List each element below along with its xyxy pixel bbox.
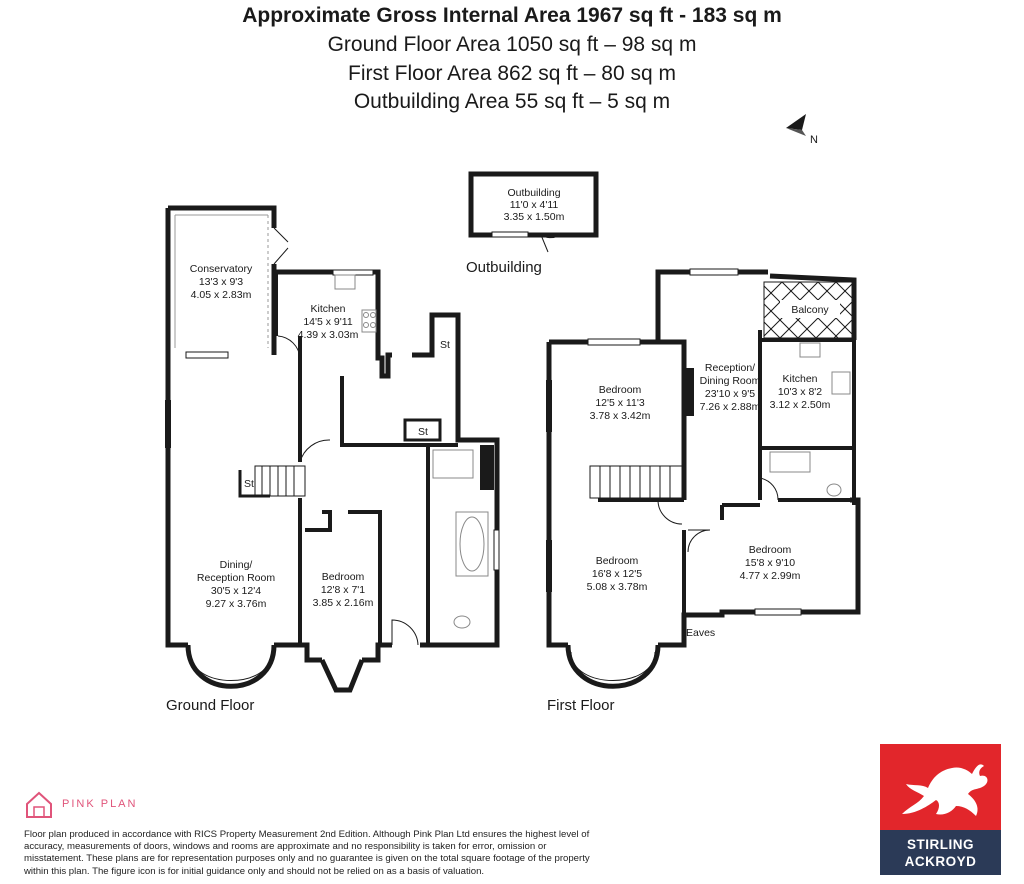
- kitchen-ff-name: Kitchen: [782, 373, 817, 385]
- dining-gf-name1: Dining/: [220, 559, 253, 571]
- bedroom-ff1-name: Bedroom: [599, 384, 642, 396]
- reception-ff-name1: Reception/: [705, 362, 755, 374]
- shower-ff-icon: [769, 451, 811, 473]
- toilet-ff-icon: [826, 483, 842, 497]
- disclaimer-text: Floor plan produced in accordance with R…: [24, 829, 590, 877]
- first-floor-label: First Floor: [547, 697, 615, 714]
- kitchen-gf-metric: 4.39 x 3.03m: [298, 329, 359, 341]
- toilet-icon: [453, 615, 471, 629]
- bedroom-ff1-imperial: 12'5 x 11'3: [595, 397, 645, 409]
- bedroom-ff2-metric: 5.08 x 3.78m: [587, 581, 648, 593]
- ground-floor-area: Ground Floor Area 1050 sq ft – 98 sq m: [327, 33, 697, 56]
- first-stairs: [589, 465, 683, 499]
- shower-icon: [432, 449, 474, 479]
- bedroom-ff1-metric: 3.78 x 3.42m: [590, 410, 651, 422]
- outbuilding-metric: 3.35 x 1.50m: [504, 211, 565, 223]
- kitchen-gf-imperial: 14'5 x 9'11: [303, 316, 353, 328]
- bay-window-first: [565, 644, 661, 689]
- dining-gf-metric: 9.27 x 3.76m: [206, 598, 267, 610]
- reception-ff-imperial: 23'10 x 9'5: [705, 388, 755, 400]
- bathtub-icon: [455, 511, 489, 577]
- ground-stairs: [254, 465, 306, 497]
- kitchen-ff-metric: 3.12 x 2.50m: [770, 399, 831, 411]
- brand-line-1: STIRLING: [907, 837, 974, 852]
- brand-line-2: ACKROYD: [904, 854, 977, 869]
- north-compass-icon: [786, 114, 806, 136]
- sink-icon: [799, 342, 821, 358]
- store-label-gf2: St: [418, 426, 428, 438]
- kitchen-gf-name: Kitchen: [310, 303, 345, 315]
- hob-icon: [831, 371, 851, 395]
- bedroom-gf-name: Bedroom: [322, 571, 365, 583]
- pink-plan-wordmark: PINK PLAN: [62, 798, 138, 810]
- outbuilding-floor-label: Outbuilding: [466, 259, 542, 276]
- outbuilding-name: Outbuilding: [507, 187, 560, 199]
- page-title: Approximate Gross Internal Area 1967 sq …: [242, 4, 782, 27]
- floor-plan: N Outbuilding 11'0 x 4'11 3.35 x 1.50m O…: [165, 114, 861, 714]
- pink-plan-logo-icon: [26, 791, 52, 818]
- bedroom-ff3-metric: 4.77 x 2.99m: [740, 570, 801, 582]
- kitchen-fittings: [334, 274, 377, 333]
- outbuilding-plan: [468, 171, 599, 253]
- bedroom-gf-metric: 3.85 x 2.16m: [313, 597, 374, 609]
- stirling-ackroyd-logo: STIRLING ACKROYD: [880, 744, 1001, 875]
- bedroom-ff2-imperial: 16'8 x 12'5: [592, 568, 642, 580]
- compass-label: N: [810, 134, 818, 146]
- store-label-gf3: St: [440, 339, 450, 351]
- ground-floor-label: Ground Floor: [166, 697, 254, 714]
- ground-floor-walls: [165, 205, 500, 663]
- store-label-gf: St: [244, 478, 254, 490]
- bedroom-ff3-name: Bedroom: [749, 544, 792, 556]
- eaves-label: Eaves: [686, 627, 715, 639]
- griffin-icon: [902, 764, 988, 816]
- dining-gf-imperial: 30'5 x 12'4: [211, 585, 261, 597]
- dining-gf-name2: Reception Room: [197, 572, 275, 584]
- bay-window-bedroom: [319, 658, 365, 693]
- reception-ff-name2: Dining Room: [700, 375, 761, 387]
- bedroom-ff2-name: Bedroom: [596, 555, 639, 567]
- bay-window-dining: [185, 644, 277, 689]
- first-floor-area: First Floor Area 862 sq ft – 80 sq m: [348, 62, 676, 85]
- conservatory-metric: 4.05 x 2.83m: [191, 289, 252, 301]
- conservatory-name: Conservatory: [190, 263, 253, 275]
- kitchen-ff-imperial: 10'3 x 8'2: [778, 386, 822, 398]
- outbuilding-area: Outbuilding Area 55 sq ft – 5 sq m: [353, 90, 671, 113]
- bedroom-ff3-imperial: 15'8 x 9'10: [745, 557, 795, 569]
- outbuilding-imperial: 11'0 x 4'11: [510, 199, 559, 211]
- bedroom-gf-imperial: 12'8 x 7'1: [321, 584, 365, 596]
- balcony-label: Balcony: [791, 304, 829, 316]
- reception-ff-metric: 7.26 x 2.88m: [700, 401, 761, 413]
- conservatory-imperial: 13'3 x 9'3: [199, 276, 243, 288]
